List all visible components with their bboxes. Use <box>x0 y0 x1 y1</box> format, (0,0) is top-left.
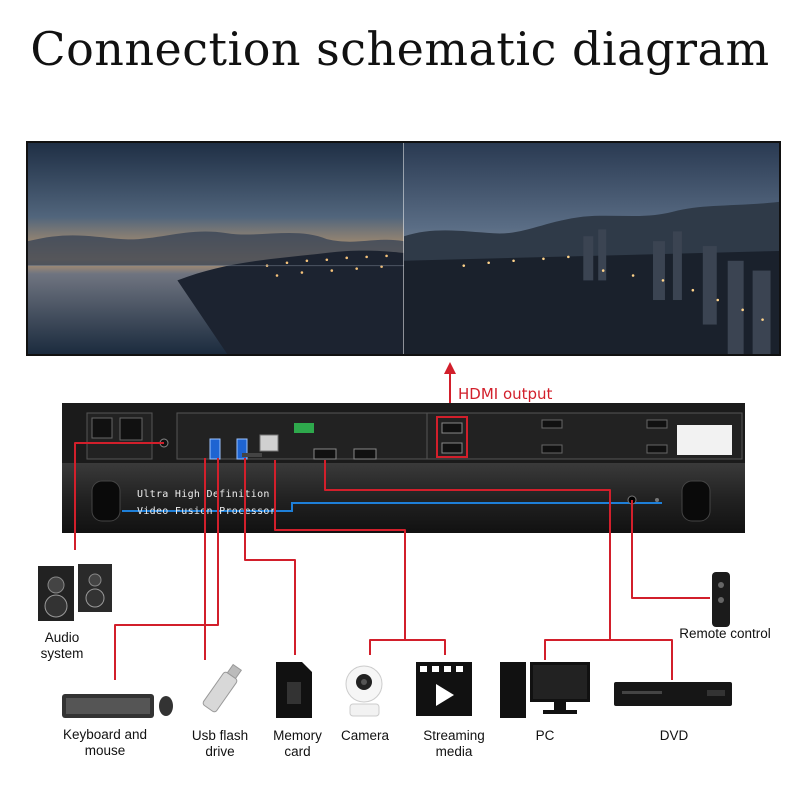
speaker-icon <box>38 564 112 621</box>
source-label-usb: Usb flash drive <box>191 728 249 759</box>
usb-flash-drive-icon <box>202 663 242 713</box>
camera-icon <box>345 665 383 717</box>
remote-control-icon <box>712 572 730 627</box>
source-label-keyboard: Keyboard and mouse <box>62 727 148 758</box>
memory-card-icon <box>276 662 312 718</box>
keyboard-mouse-icon <box>62 694 173 718</box>
source-label-pc: PC <box>535 728 555 743</box>
video-wall-panel-right <box>403 143 779 354</box>
device-label-line2: Video Fusion Processor <box>137 506 277 517</box>
source-label-remote: Remote control <box>679 626 771 641</box>
pc-icon <box>500 662 590 718</box>
video-wall-panel-left <box>28 143 404 354</box>
source-label-streaming: Streaming media <box>423 728 485 759</box>
video-processor-device <box>62 403 745 533</box>
source-label-dvd: DVD <box>659 728 689 743</box>
page-title: Connection schematic diagram <box>30 22 770 76</box>
streaming-media-icon <box>416 662 472 716</box>
source-label-memory: Memory card <box>273 728 322 759</box>
hdmi-output-label: HDMI output <box>458 385 553 403</box>
dvd-player-icon <box>614 682 732 706</box>
source-label-camera: Camera <box>340 728 389 743</box>
device-label-line1: Ultra High Definition <box>137 489 270 500</box>
video-wall <box>26 141 781 356</box>
source-label-audio: Audio system <box>40 630 84 661</box>
